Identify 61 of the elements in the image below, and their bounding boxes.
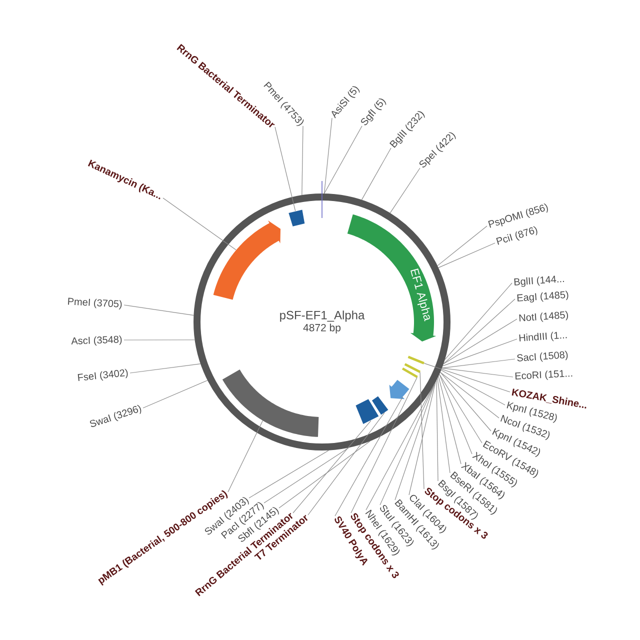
leader-line [361,148,392,200]
leader-line [440,372,492,432]
site-label: BglII (144... [514,276,564,287]
feature-arc [222,370,319,437]
leader-line [334,396,403,516]
leader-line [443,318,518,364]
feature-box [372,396,388,415]
leader-line [420,372,424,490]
leader-line [248,450,330,498]
feature-segment [213,220,280,300]
leader-line [390,168,420,214]
leader-line [278,440,370,508]
feature-box [356,399,379,424]
site-label: EcoRI (151... [515,370,572,380]
leader-line [380,384,435,506]
leader-line [442,338,518,366]
leader-line [438,242,496,268]
leader-line [439,374,472,454]
leader-line [437,226,488,266]
site-label: SwaI (3296) [90,404,142,427]
leader-line [274,126,296,212]
site-label: SacI (1508) [517,350,568,362]
leader-line [442,358,516,368]
feature-mark [404,363,421,374]
leader-line [324,118,332,194]
site-label: HindIII (1... [519,332,567,342]
leader-line [324,126,362,194]
leader-line [408,382,436,496]
leader-line [302,126,304,196]
leader-line [440,372,500,418]
leader-line [366,386,434,510]
leader-line [437,378,450,474]
leader-line [442,368,514,378]
leader-line [162,198,236,250]
leader-line [228,420,263,492]
leader-line [440,370,506,406]
leader-line [308,412,385,516]
leader-line [444,282,512,360]
leader-line [264,447,350,504]
leader-line [439,374,482,444]
site-label: FseI (3402) [78,368,128,382]
site-label: SgfI (5) [361,98,386,126]
leader-line [124,304,194,316]
site-label: NotI (1485) [519,310,568,322]
leader-line [424,362,510,392]
feature-mark [408,356,424,364]
leader-line [142,380,208,408]
leader-line [350,376,418,514]
leader-line [292,420,372,514]
site-label: EagI (1485) [517,290,568,302]
site-label: PmeI (3705) [68,298,122,310]
leader-line [438,376,462,464]
site-label: AscI (3548) [71,336,122,346]
leader-line [394,384,435,500]
feature-segment [389,380,410,400]
leader-line [436,380,438,482]
leader-line [443,298,516,364]
leader-line [130,364,201,374]
site-label: PciI (876) [496,226,538,245]
feature-box [288,210,305,226]
feature-mark [402,367,418,378]
